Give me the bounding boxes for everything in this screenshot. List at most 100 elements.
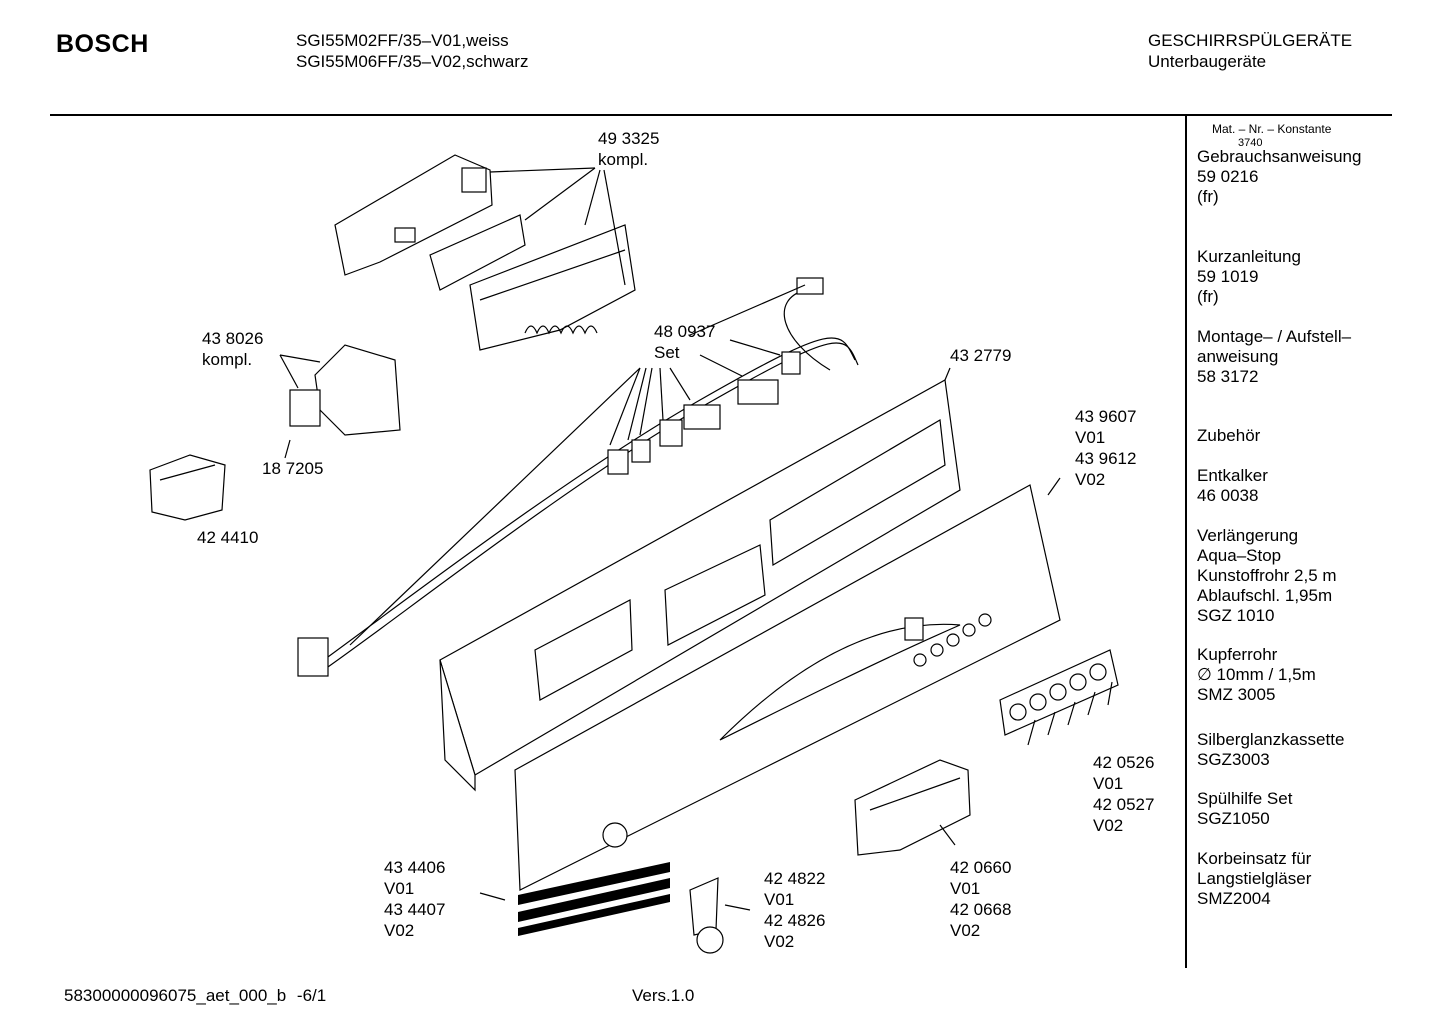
part-number: 42 0668 bbox=[950, 900, 1012, 919]
part-number: 42 0526 bbox=[1093, 753, 1155, 772]
part-note: Set bbox=[654, 343, 680, 362]
part-variant: V02 bbox=[950, 921, 981, 940]
accessory-number: SMZ 3005 bbox=[1197, 685, 1276, 704]
part-label-432779: 43 2779 bbox=[950, 345, 1011, 366]
accessory-name: Aqua–Stop bbox=[1197, 546, 1282, 565]
wiring-harness-drawing bbox=[297, 277, 859, 677]
control-module-drawing bbox=[334, 154, 636, 351]
accessory-name: Entkalker bbox=[1197, 466, 1268, 485]
accessory-name: Spülhilfe Set bbox=[1197, 789, 1293, 808]
accessory-number: SMZ2004 bbox=[1197, 889, 1271, 908]
part-variant: V01 bbox=[1093, 774, 1124, 793]
part-label-493325: 49 3325 kompl. bbox=[598, 128, 659, 170]
part-variant: V01 bbox=[1075, 428, 1106, 447]
accessory-name: Ablaufschl. 1,95m bbox=[1197, 586, 1333, 605]
part-label-438026: 43 8026 kompl. bbox=[202, 328, 263, 370]
door-panel-drawing bbox=[514, 477, 1061, 891]
accessory-item: Spülhilfe Set SGZ1050 bbox=[1197, 789, 1292, 829]
part-label-420660: 42 0660 V01 42 0668 V02 bbox=[950, 857, 1011, 941]
part-label-420526: 42 0526 V01 42 0527 V02 bbox=[1093, 752, 1154, 836]
page-number: -6/1 bbox=[296, 986, 327, 1005]
accessory-item: Silberglanzkassette SGZ3003 bbox=[1197, 730, 1344, 770]
part-label-480937: 48 0937 Set bbox=[654, 321, 715, 363]
accessory-number: 59 1019 bbox=[1197, 267, 1259, 286]
part-number: 48 0937 bbox=[654, 322, 716, 341]
part-number: 43 9612 bbox=[1075, 449, 1137, 468]
accessory-name: Verlängerung bbox=[1197, 526, 1299, 545]
category-subtitle: Unterbaugeräte bbox=[1148, 52, 1267, 71]
part-number: 42 4410 bbox=[197, 528, 259, 547]
accessory-item: Kupferrohr ∅ 10mm / 1,5m SMZ 3005 bbox=[1197, 645, 1316, 705]
part-variant: V02 bbox=[384, 921, 415, 940]
accessory-item: Kurzanleitung 59 1019 (fr) bbox=[1197, 247, 1301, 307]
header-divider bbox=[50, 114, 1392, 116]
accessory-number: 59 0216 bbox=[1197, 167, 1259, 186]
accessory-item: Korbeinsatz für Langstielgläser SMZ2004 bbox=[1197, 849, 1311, 909]
accessory-item: Gebrauchsanweisung 59 0216 (fr) bbox=[1197, 147, 1361, 207]
accessory-number: SGZ1050 bbox=[1197, 809, 1270, 828]
button-key-drawing bbox=[689, 877, 751, 954]
brand-logo: BOSCH bbox=[56, 30, 149, 58]
accessory-number: 58 3172 bbox=[1197, 367, 1259, 386]
plug-part-drawing bbox=[149, 454, 226, 521]
bottom-trim-drawing bbox=[479, 862, 670, 936]
document-id: 58300000096075_aet_000_b -6/1 bbox=[64, 986, 326, 1006]
accessory-item: Entkalker 46 0038 bbox=[1197, 466, 1268, 506]
door-frame-drawing bbox=[439, 367, 961, 792]
switch-assembly-drawing bbox=[279, 344, 401, 459]
accessory-name: Kurzanleitung bbox=[1197, 247, 1301, 266]
part-note: kompl. bbox=[202, 350, 253, 369]
part-variant: V01 bbox=[950, 879, 981, 898]
model-line: SGI55M02FF/35–V01,weiss bbox=[296, 31, 509, 50]
part-number: 43 8026 bbox=[202, 329, 264, 348]
accessory-name: Kupferrohr bbox=[1197, 645, 1278, 664]
part-label-439607: 43 9607 V01 43 9612 V02 bbox=[1075, 406, 1136, 490]
accessory-name: Korbeinsatz für bbox=[1197, 849, 1312, 868]
part-variant: V01 bbox=[384, 879, 415, 898]
accessory-name: Gebrauchsanweisung bbox=[1197, 147, 1362, 166]
part-number: 42 4822 bbox=[764, 869, 826, 888]
part-variant: V02 bbox=[764, 932, 795, 951]
part-number: 43 2779 bbox=[950, 346, 1012, 365]
category-block: GESCHIRRSPÜLGERÄTE Unterbaugeräte bbox=[1148, 30, 1352, 72]
model-list: SGI55M02FF/35–V01,weiss SGI55M06FF/35–V0… bbox=[296, 30, 528, 72]
part-number: 49 3325 bbox=[598, 129, 660, 148]
part-label-424410: 42 4410 bbox=[197, 527, 258, 548]
exploded-view-drawing bbox=[149, 154, 1119, 954]
part-number: 43 4407 bbox=[384, 900, 446, 919]
sidebar-heading: Mat. – Nr. – Konstante bbox=[1212, 122, 1332, 136]
accessory-number: 46 0038 bbox=[1197, 486, 1259, 505]
button-strip-drawing bbox=[999, 649, 1119, 746]
accessory-item: Zubehör bbox=[1197, 426, 1260, 446]
accessory-name: Langstielgläser bbox=[1197, 869, 1312, 888]
version-label: Vers.1.0 bbox=[632, 986, 695, 1005]
part-label-187205: 18 7205 bbox=[262, 458, 323, 479]
part-label-424822: 42 4822 V01 42 4826 V02 bbox=[764, 868, 825, 952]
part-label-434406: 43 4406 V01 43 4407 V02 bbox=[384, 857, 445, 941]
part-number: 42 0660 bbox=[950, 858, 1012, 877]
accessory-number: SGZ3003 bbox=[1197, 750, 1270, 769]
accessory-note: (fr) bbox=[1197, 187, 1219, 206]
part-number: 18 7205 bbox=[262, 459, 324, 478]
part-number: 42 0527 bbox=[1093, 795, 1155, 814]
accessory-name: anweisung bbox=[1197, 347, 1279, 366]
part-variant: V01 bbox=[764, 890, 795, 909]
document-number: 58300000096075_aet_000_b bbox=[64, 986, 287, 1005]
sidebar-constant: 3740 bbox=[1238, 137, 1263, 149]
part-number: 43 9607 bbox=[1075, 407, 1137, 426]
accessory-note: (fr) bbox=[1197, 287, 1219, 306]
accessory-name: ∅ 10mm / 1,5m bbox=[1197, 665, 1316, 684]
part-variant: V02 bbox=[1093, 816, 1124, 835]
handle-drawing bbox=[854, 759, 971, 856]
model-line: SGI55M06FF/35–V02,schwarz bbox=[296, 52, 529, 71]
part-note: kompl. bbox=[598, 150, 649, 169]
category-title: GESCHIRRSPÜLGERÄTE bbox=[1148, 31, 1353, 50]
accessory-item: Montage– / Aufstell– anweisung 58 3172 bbox=[1197, 327, 1351, 387]
part-number: 43 4406 bbox=[384, 858, 446, 877]
accessory-number: SGZ 1010 bbox=[1197, 606, 1275, 625]
part-number: 42 4826 bbox=[764, 911, 826, 930]
sidebar-divider bbox=[1185, 116, 1187, 968]
part-variant: V02 bbox=[1075, 470, 1106, 489]
accessory-name: Kunstoffrohr 2,5 m bbox=[1197, 566, 1337, 585]
accessory-name: Silberglanzkassette bbox=[1197, 730, 1345, 749]
